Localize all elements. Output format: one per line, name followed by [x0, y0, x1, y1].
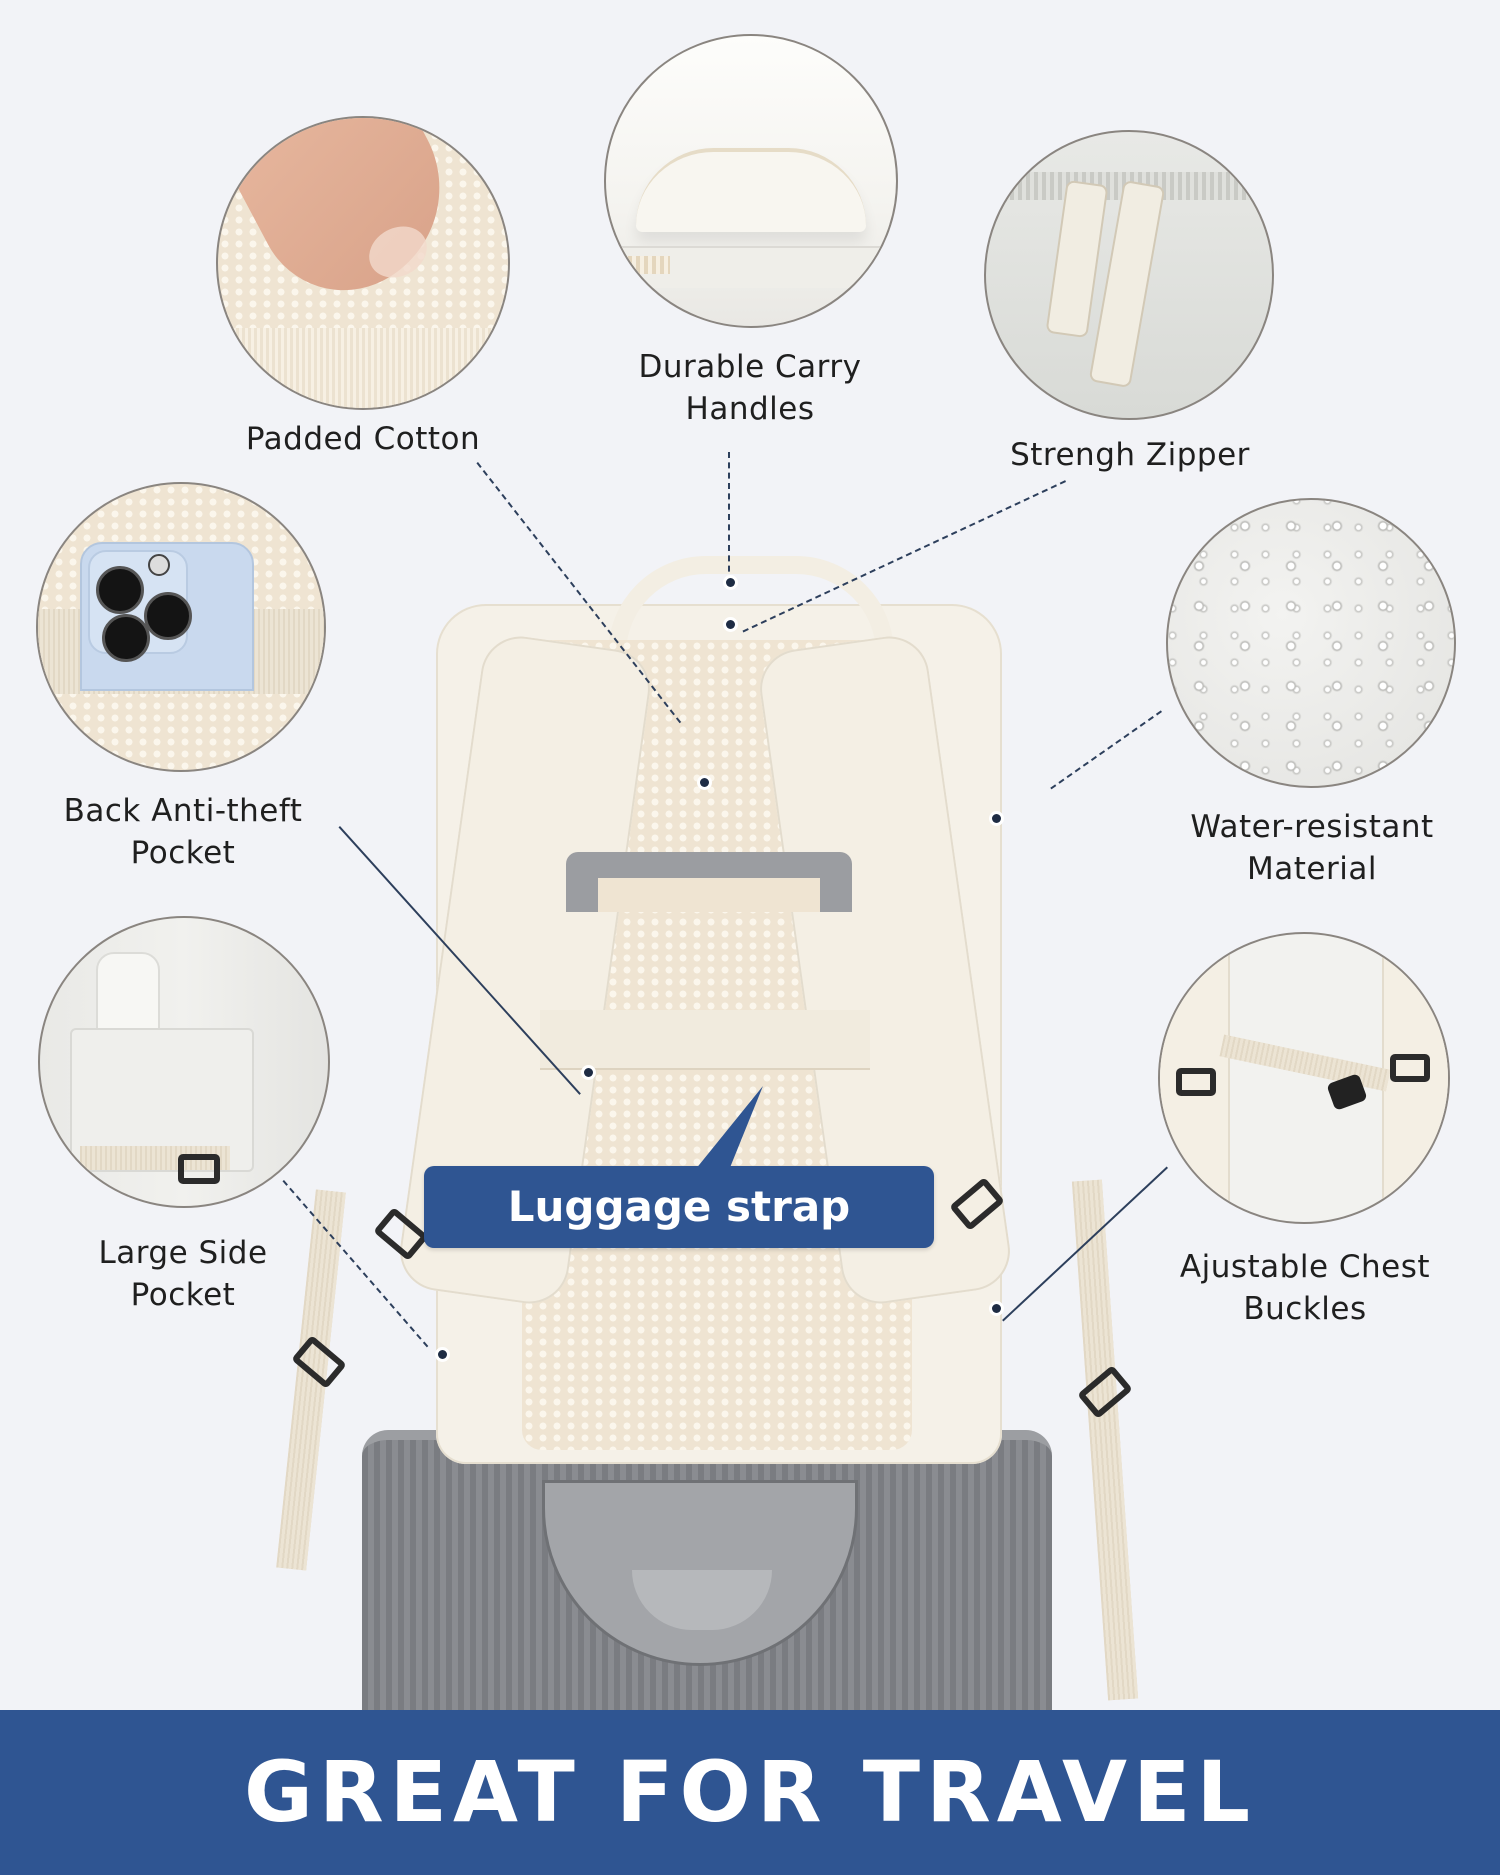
leader-line — [1050, 710, 1162, 790]
finger-icon — [218, 118, 477, 321]
leader-dot — [992, 814, 1001, 823]
strap-webbing-right — [1071, 1179, 1139, 1701]
banner-title: GREAT FOR TRAVEL — [244, 1743, 1256, 1841]
bottom-banner: GREAT FOR TRAVEL — [0, 1710, 1500, 1875]
zipper-detail-image — [984, 130, 1274, 420]
anti-theft-pocket-label: Back Anti-theft Pocket — [63, 793, 303, 871]
leader-dot — [438, 1350, 447, 1359]
chest-buckle-icon — [1390, 1054, 1430, 1082]
suitcase — [362, 1430, 1052, 1740]
water-resistant-detail-image — [1166, 498, 1456, 788]
leader-dot — [726, 578, 735, 587]
chest-buckles-label: Ajustable Chest Buckles — [1179, 1249, 1431, 1327]
water-drops-icon — [1168, 500, 1454, 786]
zipper-label: Strengh Zipper — [1010, 437, 1250, 473]
leader-line — [728, 452, 730, 582]
luggage-strap-callout: Luggage strap — [424, 1086, 934, 1248]
carry-handle-detail-image — [604, 34, 898, 328]
water-resistant-label: Water-resistant Material — [1190, 809, 1434, 887]
padded-cotton-label: Padded Cotton — [245, 421, 481, 457]
handle-icon — [636, 148, 866, 232]
zipper-pull-icon — [1045, 179, 1109, 339]
carry-handles-label: Durable Carry Handles — [638, 349, 862, 427]
leader-dot — [700, 778, 709, 787]
padded-cotton-detail-image — [216, 116, 510, 410]
luggage-pass-through-strap — [540, 1010, 870, 1068]
chest-buckle-detail-image — [1158, 932, 1450, 1224]
side-buckle-icon — [178, 1154, 220, 1184]
anti-theft-pocket-detail-image — [36, 482, 326, 772]
phone-icon — [80, 542, 254, 691]
side-pocket-label: Large Side Pocket — [98, 1235, 268, 1313]
chest-buckle-icon — [1176, 1068, 1216, 1096]
side-pocket-detail-image — [38, 916, 330, 1208]
leader-dot — [584, 1068, 593, 1077]
callout-label: Luggage strap — [507, 1182, 851, 1231]
leader-dot — [992, 1304, 1001, 1313]
leader-dot — [726, 620, 735, 629]
